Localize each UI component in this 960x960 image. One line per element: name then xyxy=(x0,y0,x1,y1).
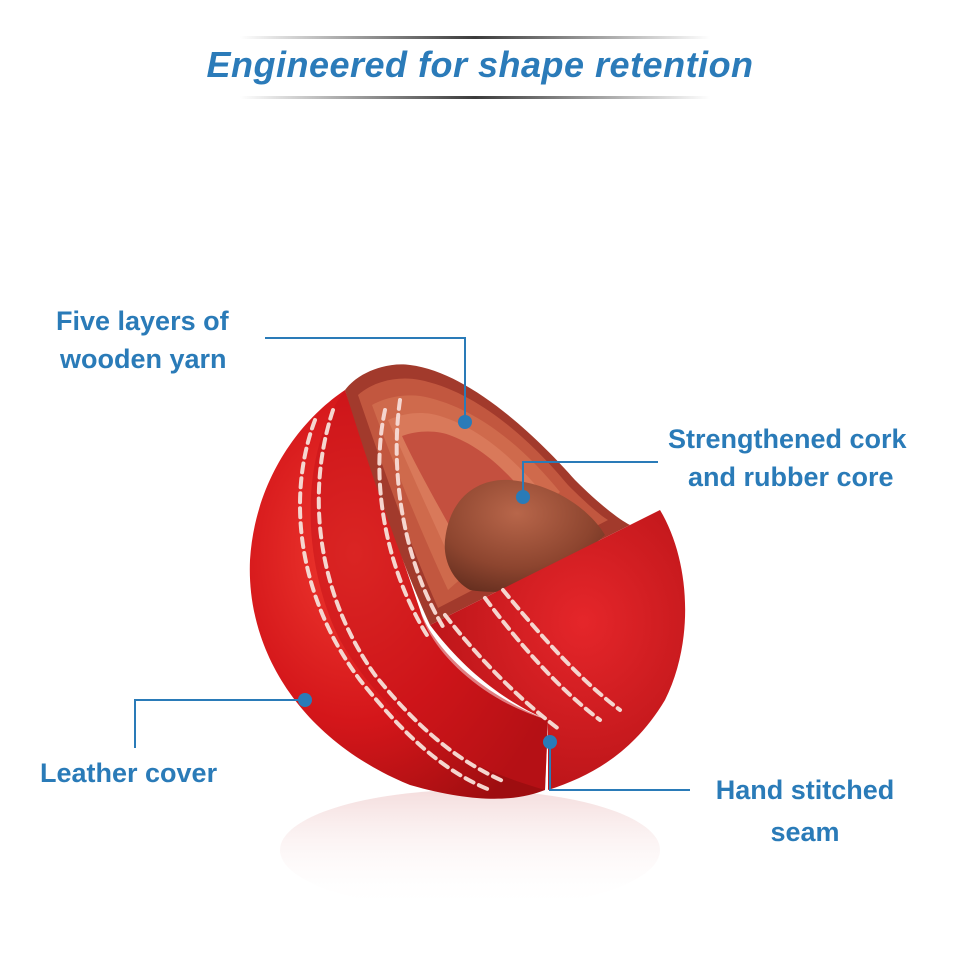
label-wooden-yarn: Five layers of wooden yarn xyxy=(56,302,229,378)
label-leather: Leather cover xyxy=(40,754,217,792)
title-divider-bottom xyxy=(240,96,710,99)
stitch-rows-left xyxy=(298,398,507,792)
label-seam-line2: seam xyxy=(770,817,840,847)
callout-core xyxy=(516,461,658,504)
label-wooden-yarn-line2: wooden yarn xyxy=(60,344,227,374)
label-leather-line1: Leather cover xyxy=(40,758,218,788)
seam-band xyxy=(310,390,548,790)
label-core-line1: Strengthened cork xyxy=(668,424,907,454)
label-wooden-yarn-line1: Five layers of xyxy=(56,306,229,336)
callout-wooden-yarn xyxy=(265,337,472,429)
stitch-rows-right xyxy=(443,588,622,732)
title-divider-top xyxy=(240,36,710,39)
callout-seam xyxy=(543,735,690,791)
label-core-line2: and rubber core xyxy=(688,462,894,492)
label-core: Strengthened cork and rubber core xyxy=(668,420,907,496)
label-seam-line1: Hand stitched xyxy=(715,775,895,805)
label-seam: Hand stitched seam xyxy=(700,771,910,851)
callout-leather xyxy=(134,693,312,748)
page-title: Engineered for shape retention xyxy=(206,44,754,85)
ball-reflection xyxy=(280,790,660,910)
